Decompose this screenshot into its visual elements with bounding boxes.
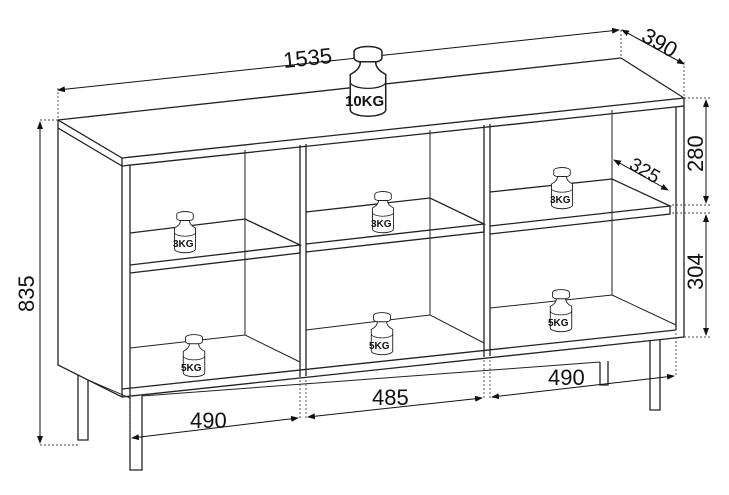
svg-text:5KG: 5KG [548,318,569,329]
right-width-label: 490 [548,365,585,390]
left-side-panel [57,128,131,399]
lower-height-label: 304 [683,253,708,290]
bottom-panel [121,329,685,398]
width-label: 1535 [282,43,333,73]
svg-text:3KG: 3KG [173,239,194,250]
svg-text:3KG: 3KG [550,195,571,206]
shelves [129,178,673,274]
dimension-lines [37,27,712,446]
middle-width-label: 485 [372,385,409,410]
upper-height-label: 280 [683,135,708,172]
shelf-depth-label: 325 [626,154,664,188]
weight-5kg-right: 5KG [548,289,573,333]
depth-label: 390 [638,23,682,63]
left-width-label: 490 [190,408,227,433]
svg-text:5KG: 5KG [369,341,390,352]
right-side-panel [675,106,685,337]
weight-5kg-left: 5KG [181,334,206,378]
legs [77,339,661,471]
weight-10kg: 10KG [345,45,387,118]
weight-3kg-right: 3KG [550,167,573,210]
weight-3kg-left: 3KG [173,211,196,254]
partitions [299,124,491,377]
total-height-label: 835 [14,275,39,312]
weight-3kg-middle: 3KG [371,191,394,234]
svg-text:10KG: 10KG [345,93,384,110]
svg-text:5KG: 5KG [181,363,202,374]
svg-text:3KG: 3KG [371,219,392,230]
weight-5kg-middle: 5KG [369,312,394,356]
